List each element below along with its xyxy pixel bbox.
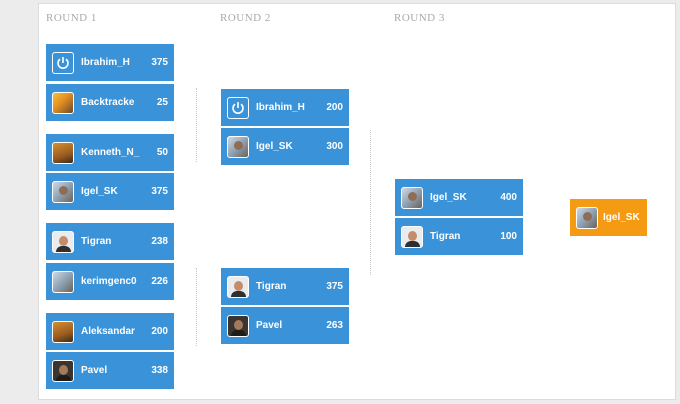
connector-line bbox=[196, 268, 197, 346]
player-score: 338 bbox=[151, 365, 168, 376]
player-name: kerimgenc0 bbox=[81, 276, 137, 287]
player-score: 263 bbox=[326, 320, 343, 331]
match-slot-igel-sk[interactable]: Igel_SK 375 bbox=[46, 173, 174, 210]
player-name: Igel_SK bbox=[81, 186, 118, 197]
match-slot-backtracke[interactable]: Backtracke 25 bbox=[46, 84, 174, 121]
round-1-title: ROUND 1 bbox=[46, 12, 97, 24]
power-icon bbox=[52, 51, 74, 74]
player-score: 25 bbox=[156, 97, 168, 108]
person-avatar bbox=[227, 275, 249, 298]
winner-slot[interactable]: Igel_SK bbox=[570, 199, 647, 236]
person-avatar bbox=[52, 180, 74, 203]
round-3-title: ROUND 3 bbox=[394, 12, 445, 24]
match-slot-ibrahim-h[interactable]: Ibrahim_H 375 bbox=[46, 44, 174, 81]
player-score: 375 bbox=[326, 281, 343, 292]
player-name: Ibrahim_H bbox=[81, 57, 130, 68]
player-score: 200 bbox=[326, 102, 343, 113]
player-name: Tigran bbox=[81, 236, 112, 247]
photo-avatar bbox=[52, 270, 74, 293]
person-avatar bbox=[401, 225, 423, 248]
power-icon bbox=[227, 96, 249, 119]
match-slot-kenneth-n[interactable]: Kenneth_N_ 50 bbox=[46, 134, 174, 171]
round-2-title: ROUND 2 bbox=[220, 12, 271, 24]
player-name: Pavel bbox=[256, 320, 283, 331]
player-name: Igel_SK bbox=[256, 141, 293, 152]
match-slot-tigran[interactable]: Tigran 375 bbox=[221, 268, 349, 305]
match-slot-ibrahim-h[interactable]: Ibrahim_H 200 bbox=[221, 89, 349, 126]
match-slot-pavel[interactable]: Pavel 338 bbox=[46, 352, 174, 389]
player-score: 375 bbox=[151, 57, 168, 68]
player-score: 300 bbox=[326, 141, 343, 152]
player-score: 375 bbox=[151, 186, 168, 197]
player-score: 200 bbox=[151, 326, 168, 337]
winner-name: Igel_SK bbox=[603, 212, 640, 223]
player-score: 100 bbox=[500, 231, 517, 242]
match-slot-igel-sk[interactable]: Igel_SK 300 bbox=[221, 128, 349, 165]
match-slot-tigran[interactable]: Tigran 238 bbox=[46, 223, 174, 260]
connector-line bbox=[196, 88, 197, 162]
player-name: Kenneth_N_ bbox=[81, 147, 140, 158]
match-slot-pavel[interactable]: Pavel 263 bbox=[221, 307, 349, 344]
person-avatar bbox=[52, 230, 74, 253]
person-avatar bbox=[576, 206, 598, 229]
match-slot-aleksandar[interactable]: Aleksandar 200 bbox=[46, 313, 174, 350]
player-name: Ibrahim_H bbox=[256, 102, 305, 113]
match-slot-kerimgenc0[interactable]: kerimgenc0 226 bbox=[46, 263, 174, 300]
match-slot-igel-sk[interactable]: Igel_SK 400 bbox=[395, 179, 523, 216]
player-name: Aleksandar bbox=[81, 326, 135, 337]
player-score: 238 bbox=[151, 236, 168, 247]
photo-avatar bbox=[52, 320, 74, 343]
player-score: 226 bbox=[151, 276, 168, 287]
match-slot-tigran[interactable]: Tigran 100 bbox=[395, 218, 523, 255]
player-name: Pavel bbox=[81, 365, 108, 376]
player-score: 400 bbox=[500, 192, 517, 203]
photo-avatar bbox=[52, 91, 74, 114]
connector-line bbox=[370, 130, 371, 275]
person-avatar bbox=[52, 359, 74, 382]
player-name: Tigran bbox=[430, 231, 461, 242]
player-name: Tigran bbox=[256, 281, 287, 292]
photo-avatar bbox=[52, 141, 74, 164]
person-avatar bbox=[227, 314, 249, 337]
player-name: Igel_SK bbox=[430, 192, 467, 203]
person-avatar bbox=[227, 135, 249, 158]
player-name: Backtracke bbox=[81, 97, 135, 108]
player-score: 50 bbox=[156, 147, 168, 158]
person-avatar bbox=[401, 186, 423, 209]
